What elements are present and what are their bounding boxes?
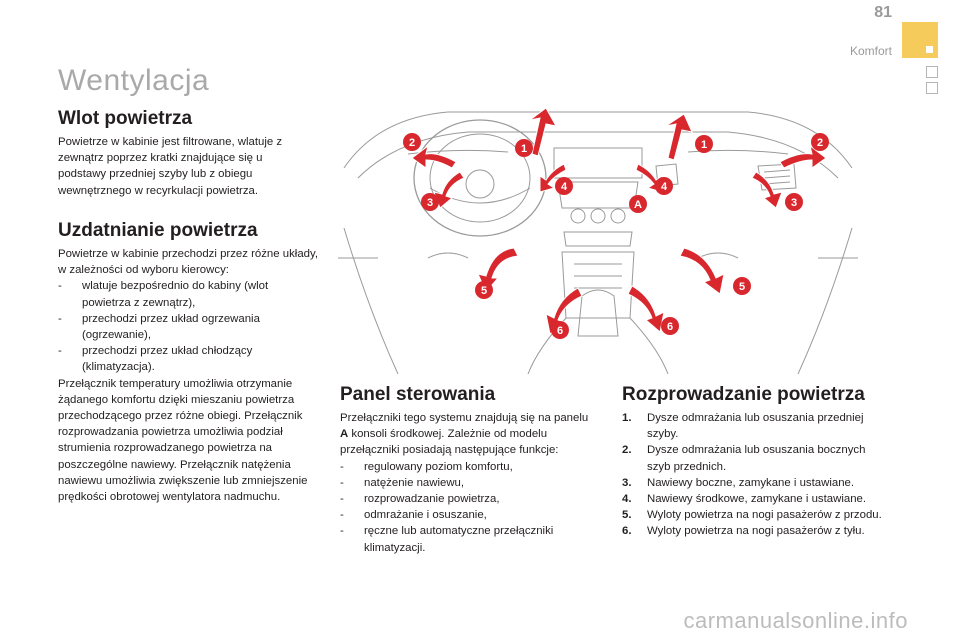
badge-1 [515,139,533,157]
badge-2 [811,133,829,151]
list-item: odmrażanie i osuszanie, [340,507,598,523]
item-number: 1. [622,412,632,424]
uzdatnianie-list: wlatuje bezpośrednio do kabiny (wlot pow… [58,278,320,375]
panel-reference-a: A [340,428,349,441]
item-text: Dysze odmrażania lub osuszania bocznych … [647,444,866,473]
panel-intro: Przełączniki tego systemu znajdują się n… [340,410,598,459]
badge-5 [475,281,493,299]
item-text: Wyloty powietrza na nogi pasażerów z tył… [647,525,865,538]
uzdatnianie-outro: Przełącznik temperatury umożliwia otrzym… [58,377,308,504]
badge-label: 2 [817,137,823,149]
badge-4 [555,177,573,195]
dashboard-illustration [338,111,858,374]
tab-marker-icon [926,46,933,53]
badge-3 [421,193,439,211]
chapter-tab[interactable] [926,66,938,78]
watermark: carmanualsonline.info [683,608,908,633]
list-item: ręczne lub automatyczne przełączniki kli… [340,523,598,555]
section-title-wlot: Wlot powietrza [58,108,193,129]
badge-label: 6 [667,321,673,333]
badge-label: 4 [661,181,668,193]
badge-6 [551,321,569,339]
item-number: 4. [622,493,632,506]
badge-5 [733,277,751,295]
badge-4 [655,177,673,195]
section-title-rozprowadzanie: Rozprowadzanie powietrza [622,384,865,405]
badge-3 [785,193,803,211]
chapter-title: Wentylacja [58,64,210,97]
badge-6 [661,317,679,335]
item-text: Dysze odmrażania lub osuszania przedniej… [647,412,864,441]
panel-body: Przełączniki tego systemu znajdują się n… [340,410,598,556]
list-item: 5. Wyloty powietrza na nogi pasażerów z p… [622,507,892,523]
item-number: 6. [622,525,632,538]
list-item: wlatuje bezpośrednio do kabiny (wlot pow… [58,278,320,310]
wlot-text: Powietrze w kabinie jest filtrowane, wla… [58,136,283,197]
badge-label: 3 [427,197,433,209]
uzdatnianie-body: Powietrze w kabinie przechodzi przez róż… [58,246,320,505]
badge-label: 5 [481,285,487,297]
item-number: 3. [622,476,632,489]
badge-label: 2 [409,137,415,149]
list-item: 4. Nawiewy środkowe, zamykane i ustawiane… [622,491,892,507]
section-tag: Komfort [849,44,892,58]
badge-label: A [634,199,642,211]
item-number: 2. [622,444,632,457]
badge-1 [695,135,713,153]
airflow-arrows [411,108,827,335]
section-title-panel: Panel sterowania [340,384,496,405]
panel-intro-text: Przełączniki tego systemu znajdują się n… [340,412,589,424]
page-number: 81 [874,4,892,21]
item-text: Nawiewy boczne, zamykane i ustawiane. [647,476,855,489]
chapter-tab-active[interactable] [902,22,938,58]
badge-label: 3 [791,197,797,209]
list-item: 6. Wyloty powietrza na nogi pasażerów z t… [622,523,892,539]
item-number: 5. [622,509,632,522]
badge-2 [403,133,421,151]
rozprowadzanie-list: 1. Dysze odmrażania lub osuszania przedni… [622,410,892,540]
dashboard-airflow-diagram: 1 1 2 2 3 3 4 4 5 5 6 6 A [338,108,858,374]
list-item: przechodzi przez układ chłodzący (klimat… [58,343,320,375]
badge-label: 6 [557,325,563,337]
list-item: natężenie nawiewu, [340,475,598,491]
list-item: przechodzi przez układ ogrzewania (ogrze… [58,311,320,343]
panel-list: regulowany poziom komfortu, natężenie na… [340,459,598,556]
callout-badges: 1 1 2 2 3 3 4 4 5 5 6 6 A [403,133,829,339]
item-text: Wyloty powietrza na nogi pasażerów z prz… [647,509,882,522]
chapter-tab[interactable] [926,82,938,94]
uzdatnianie-intro: Powietrze w kabinie przechodzi przez róż… [58,248,318,277]
list-item: rozprowadzanie powietrza, [340,491,598,507]
panel-intro-text: konsoli środkowej. Zależnie od modelu pr… [340,428,559,457]
list-item: regulowany poziom komfortu, [340,459,598,475]
badge-label: 5 [739,281,745,293]
badge-a [629,195,647,213]
badge-label: 4 [561,181,568,193]
list-item: 3. Nawiewy boczne, zamykane i ustawiane. [622,475,892,491]
badge-label: 1 [701,139,707,151]
section-title-uzdatnianie: Uzdatnianie powietrza [58,220,258,241]
list-item: 1. Dysze odmrażania lub osuszania przedni… [622,410,892,442]
badge-label: 1 [521,143,527,155]
item-text: Nawiewy środkowe, zamykane i ustawiane. [647,493,867,506]
list-item: 2. Dysze odmrażania lub osuszania bocznyc… [622,442,892,474]
